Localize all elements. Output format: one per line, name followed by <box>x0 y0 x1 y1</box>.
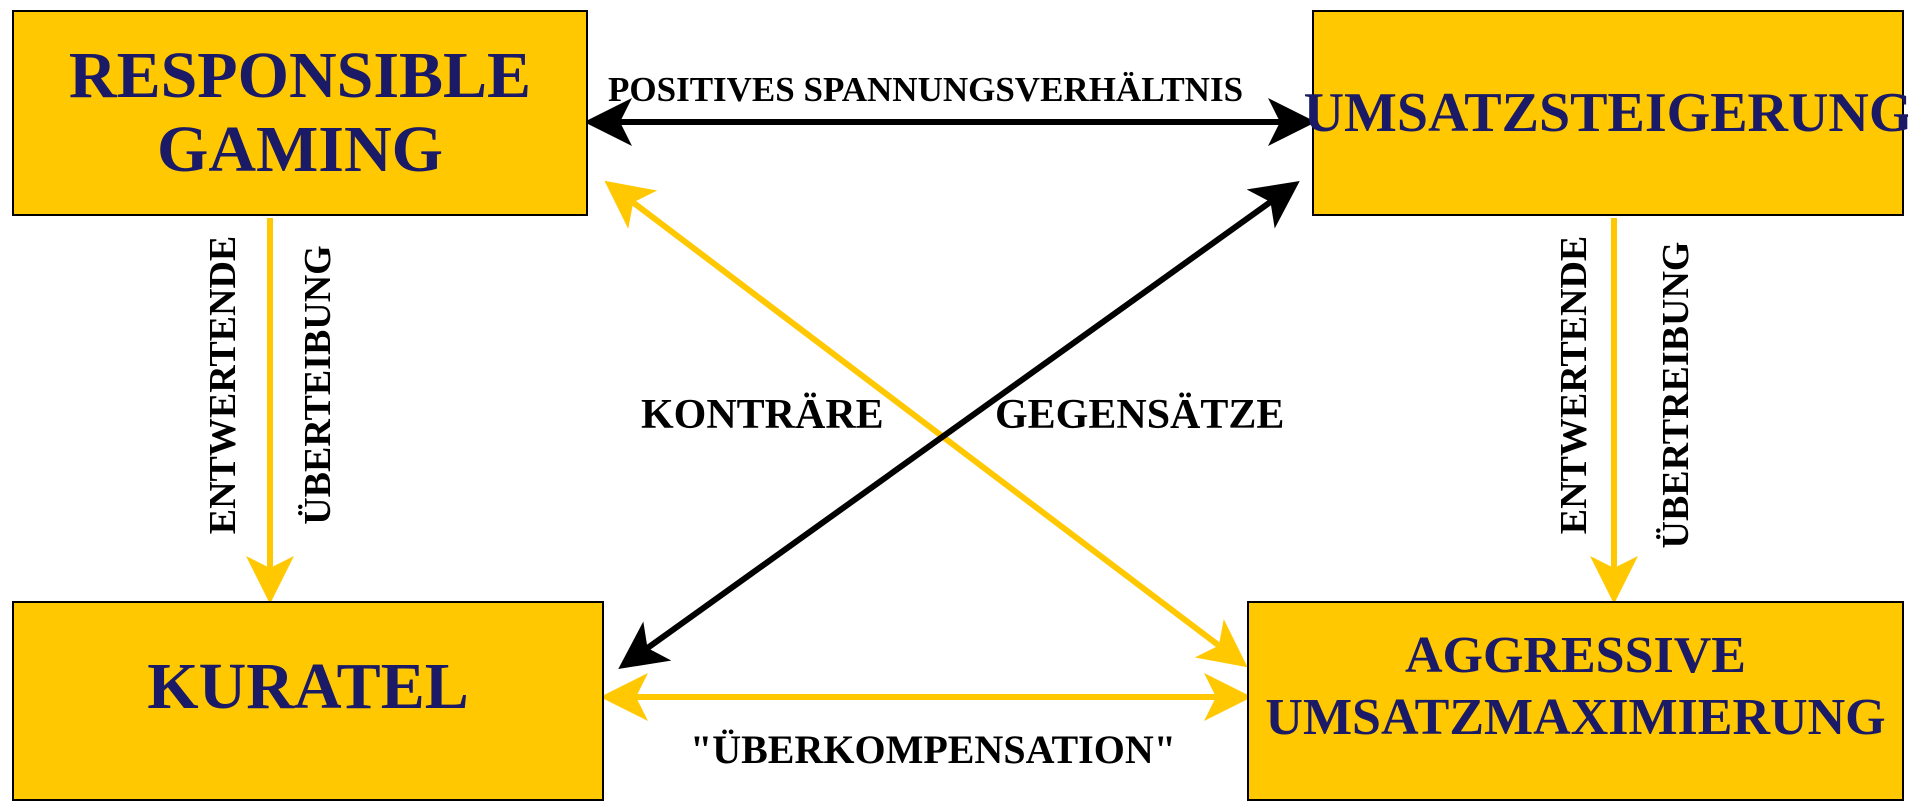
label-right-entwertende: ENTWERTENDE <box>1553 235 1595 535</box>
box-kuratel-text: KURATEL <box>147 650 469 723</box>
box-responsible-gaming-line2: GAMING <box>157 113 443 186</box>
box-umsatzsteigerung: UMSATZSTEIGERUNG <box>1304 10 1908 216</box>
label-opposites: GEGENSÄTZE <box>995 392 1285 438</box>
label-left-entwertende: ENTWERTENDE <box>202 235 244 535</box>
box-umsatzsteigerung-text: UMSATZSTEIGERUNG <box>1303 82 1908 144</box>
label-overcompensation: "ÜBERKOMPENSATION" <box>690 727 1176 772</box>
label-positive-tension: POSITIVES SPANNUNGSVERHÄLTNIS <box>608 70 1244 109</box>
box-aggressive-line2: UMSATZMAXIMIERUNG <box>1265 689 1886 746</box>
label-left-ueberteibung: ÜBERTEIBUNG <box>297 245 339 525</box>
box-responsible-gaming-line1: RESPONSIBLE <box>68 39 532 112</box>
box-aggressive-line1: AGGRESSIVE <box>1404 627 1746 684</box>
arrow-diagonal-black <box>618 181 1300 669</box>
box-responsible-gaming: RESPONSIBLE GAMING <box>12 10 588 216</box>
label-right-uebertreibung: ÜBERTREIBUNG <box>1655 241 1697 549</box>
label-contrary: KONTRÄRE <box>641 392 884 438</box>
box-kuratel: KURATEL <box>12 601 604 801</box>
box-aggressive-umsatzmaximierung: AGGRESSIVE UMSATZMAXIMIERUNG <box>1247 601 1904 801</box>
diagram-arrows <box>246 98 1638 721</box>
